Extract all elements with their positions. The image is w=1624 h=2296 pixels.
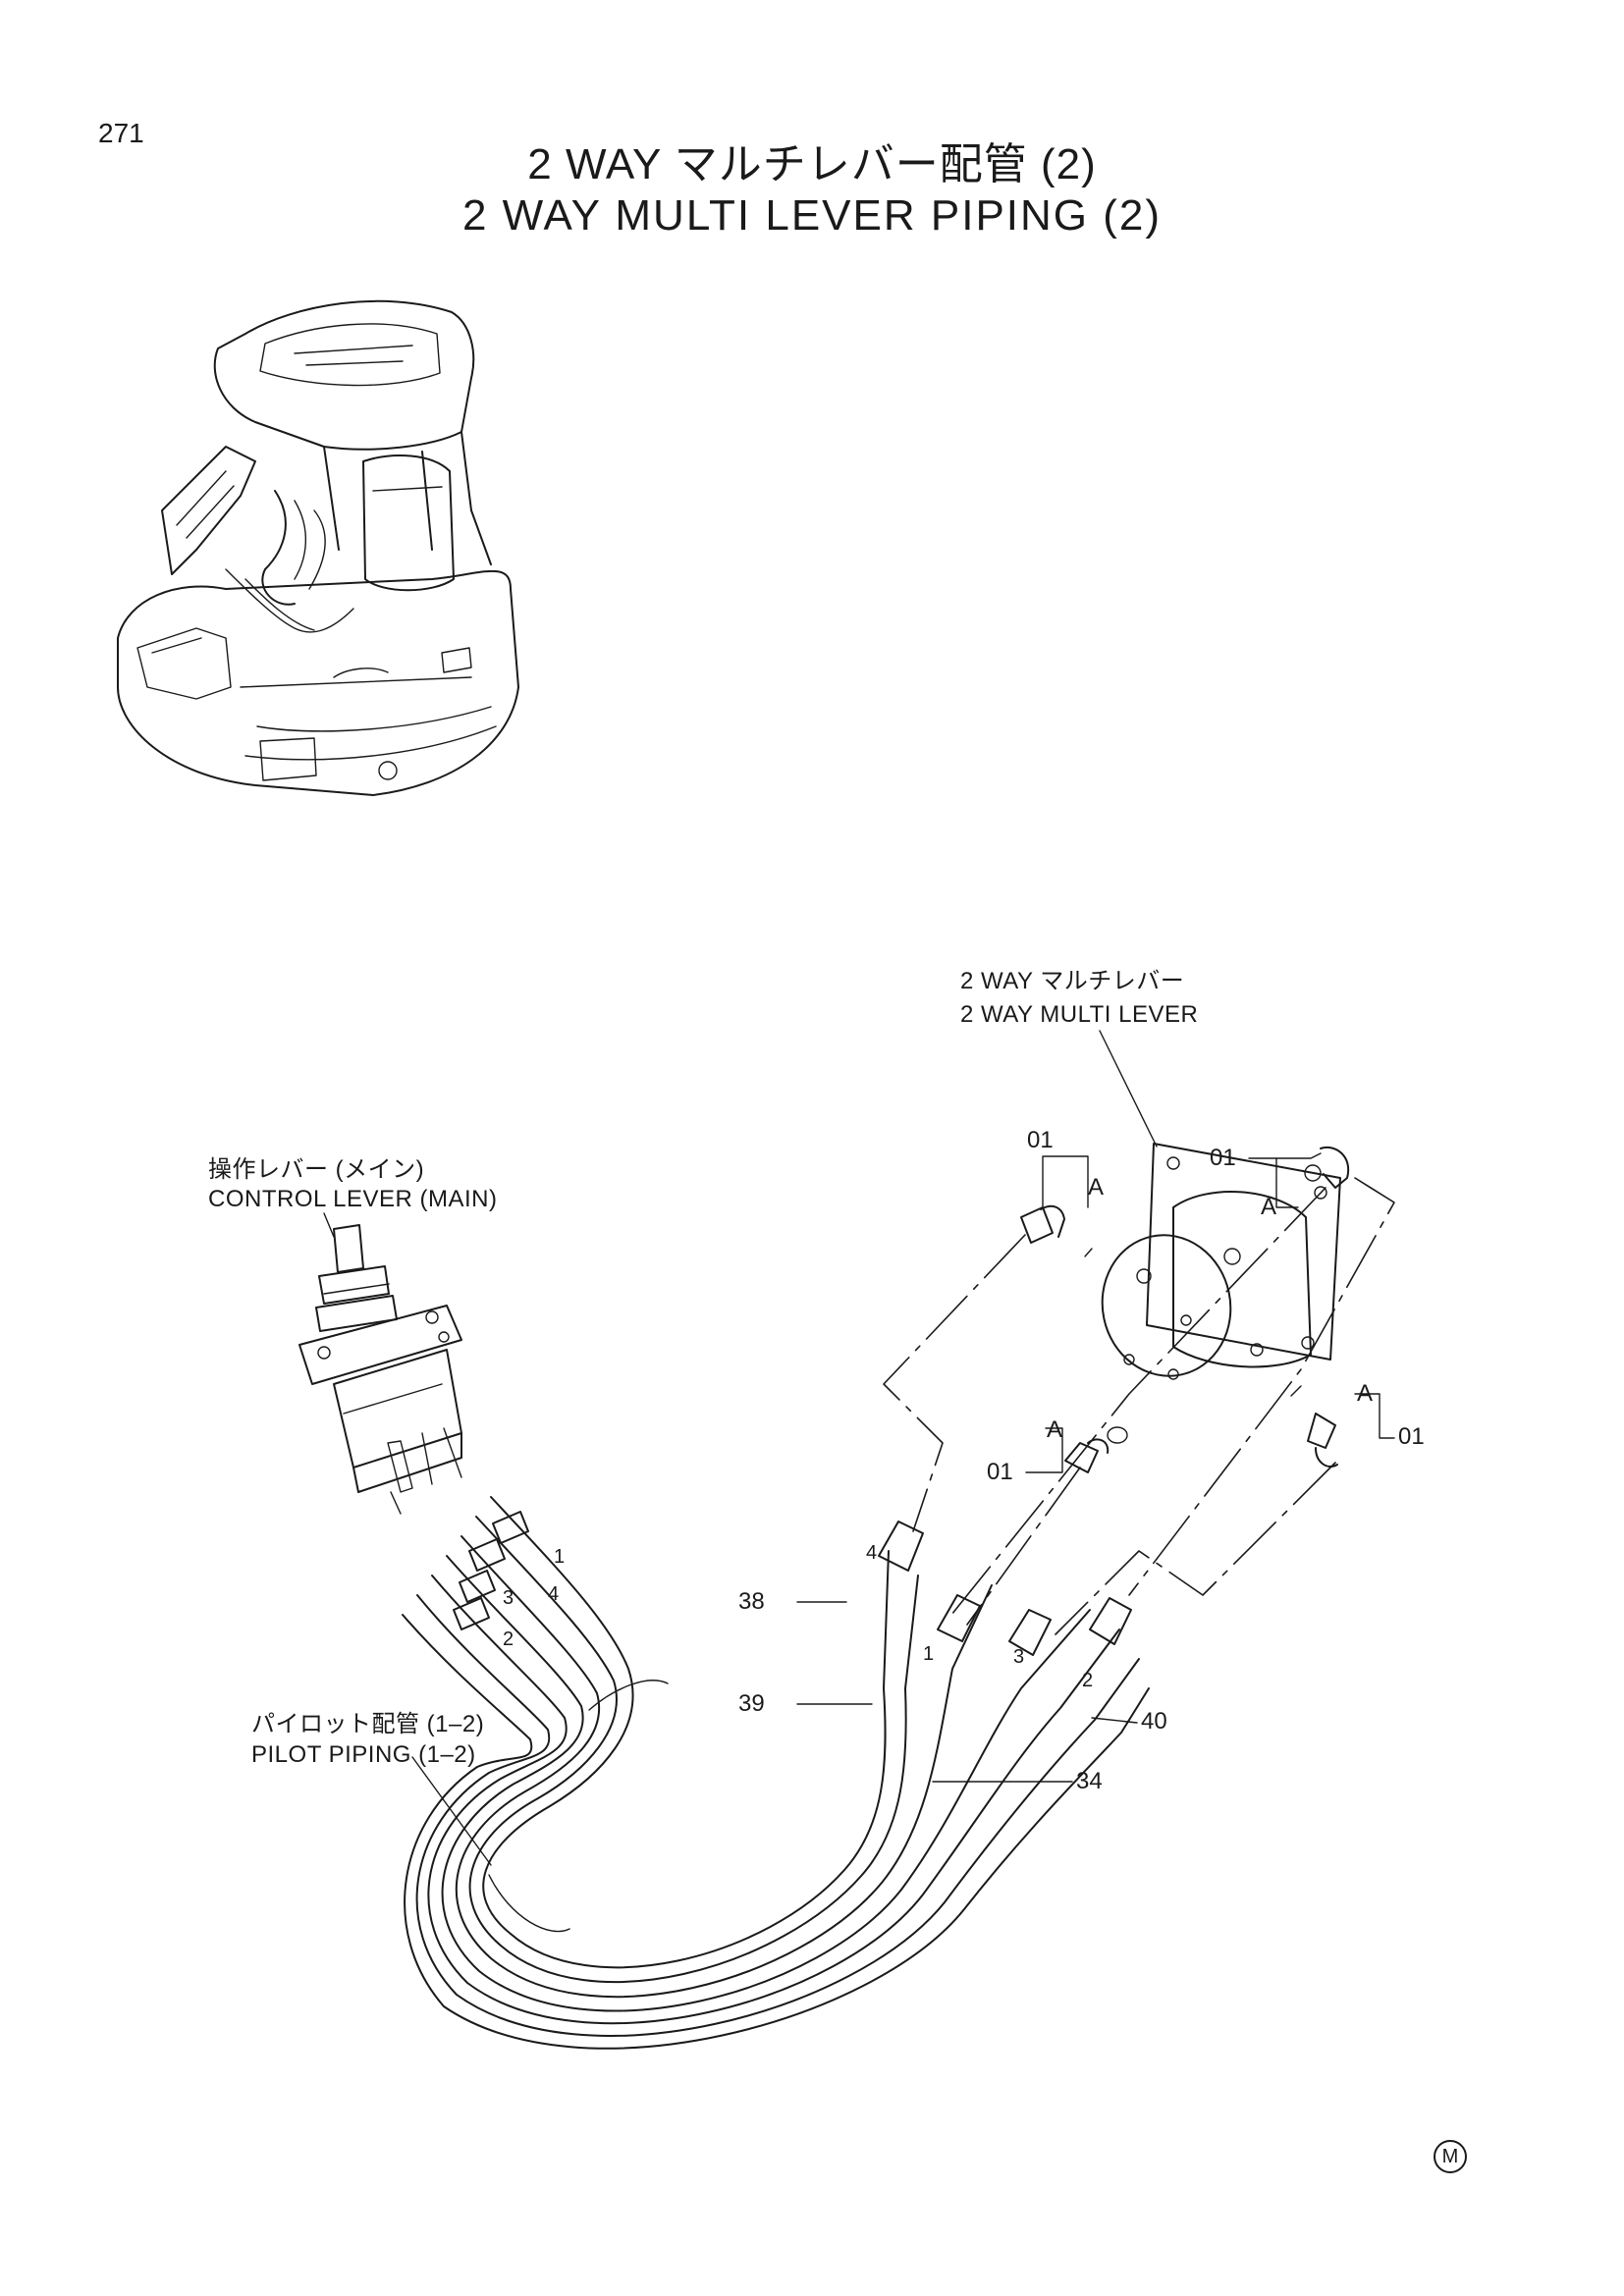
part-number-39: 39 xyxy=(738,1690,765,1717)
callout-01-mid: 01 xyxy=(987,1459,1013,1485)
cab-overview-illustration xyxy=(117,299,519,796)
port-number-left-2: 2 xyxy=(503,1629,514,1650)
multi-lever-assembly xyxy=(1099,1030,1341,1380)
manual-mark-icon: M xyxy=(1434,2140,1467,2173)
callout-01-left: 01 xyxy=(1027,1127,1054,1153)
port-number-right-1: 1 xyxy=(923,1643,935,1665)
callout-a-left: A xyxy=(1088,1174,1105,1201)
multi-lever-label-jp: 2 WAY マルチレバー xyxy=(960,968,1185,994)
control-lever-label-jp: 操作レバー (メイン) xyxy=(208,1156,425,1183)
multi-lever-label-en: 2 WAY MULTI LEVER xyxy=(960,1001,1199,1028)
routing-centerlines xyxy=(883,1177,1395,1635)
pilot-piping-label-en: PILOT PIPING (1–2) xyxy=(251,1741,476,1768)
callout-leaders xyxy=(323,1152,1395,1866)
callout-a-mid: A xyxy=(1047,1416,1063,1443)
control-lever-assembly xyxy=(298,1224,462,1515)
part-number-40: 40 xyxy=(1141,1708,1167,1735)
pilot-hose-bundle xyxy=(402,1496,1150,2050)
port-number-right-3: 3 xyxy=(1013,1646,1025,1668)
page-number: 271 xyxy=(98,118,144,148)
callout-01-top: 01 xyxy=(1210,1145,1236,1171)
callout-a-top: A xyxy=(1261,1194,1277,1220)
port-number-left-4: 4 xyxy=(548,1583,560,1605)
port-number-left-1: 1 xyxy=(554,1546,566,1568)
part-number-38: 38 xyxy=(738,1588,765,1615)
manual-mark-letter: M xyxy=(1441,2146,1459,2167)
pilot-piping-label-jp: パイロット配管 (1–2) xyxy=(251,1711,485,1737)
port-number-right-2: 2 xyxy=(1082,1670,1094,1691)
control-lever-label-en: CONTROL LEVER (MAIN) xyxy=(208,1186,498,1212)
callout-01-right: 01 xyxy=(1398,1423,1425,1450)
callout-a-right: A xyxy=(1357,1380,1374,1407)
page-title-english: 2 WAY MULTI LEVER PIPING (2) xyxy=(461,191,1163,240)
page-title-japanese: 2 WAY マルチレバー配管 (2) xyxy=(527,140,1097,188)
port-number-left-3: 3 xyxy=(503,1587,514,1609)
elbow-fittings xyxy=(1020,1146,1350,1473)
part-number-34: 34 xyxy=(1076,1768,1103,1794)
port-number-right-4: 4 xyxy=(866,1542,878,1564)
